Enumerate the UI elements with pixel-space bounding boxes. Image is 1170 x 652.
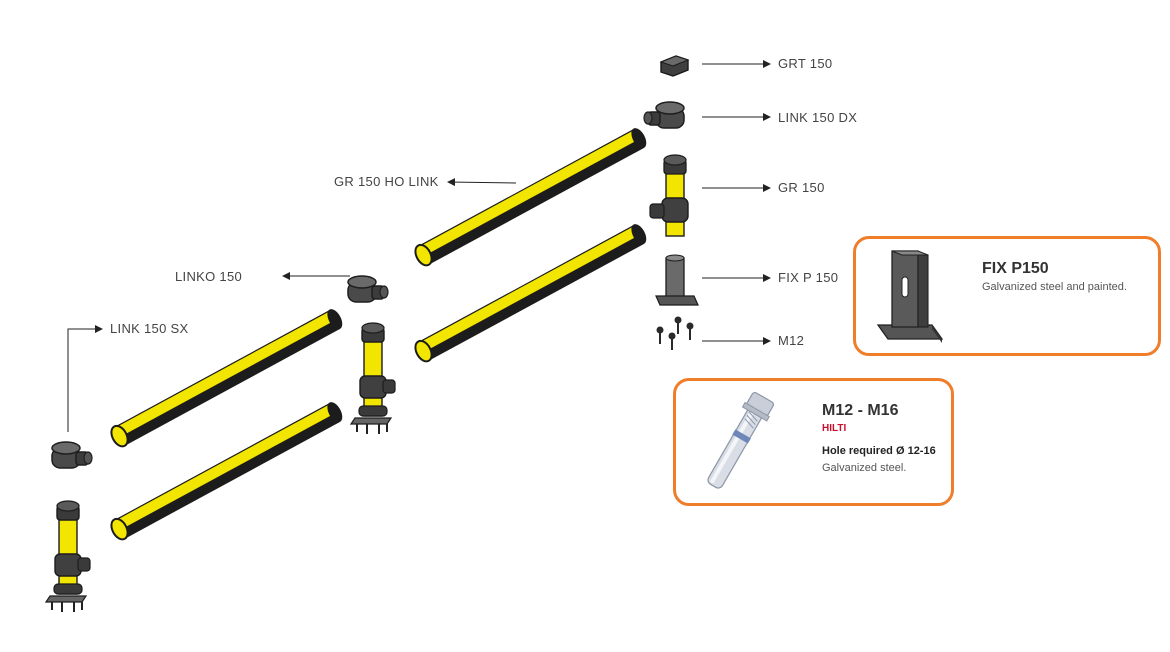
fixp150-info-card: FIX P150 Galvanized steel and painted. (853, 236, 1161, 356)
grt150-cap-part (659, 55, 690, 77)
middle-post-part (350, 322, 396, 435)
fixp150-card-title: FIX P150 (982, 260, 1049, 277)
link150dx-part (643, 101, 685, 129)
gr150-part (649, 154, 689, 237)
anchor-card-description: Galvanized steel. (822, 462, 907, 474)
anchor-info-card: M12 - M16 HILTI Hole required Ø 12-16 Ga… (673, 378, 954, 506)
label-fixp150: FIX P 150 (778, 270, 839, 285)
link150sx-part (51, 441, 93, 469)
left-post-part (45, 500, 91, 613)
fixp150-product-image (876, 250, 944, 343)
label-link150dx: LINK 150 DX (778, 110, 858, 125)
label-gr150holink: GR 150 HO LINK (334, 174, 439, 189)
anchor-card-requirement: Hole required Ø 12-16 (822, 445, 936, 457)
m12-bolts-part (656, 316, 694, 350)
fixp150-part (655, 254, 699, 306)
label-linko150: LINKO 150 (175, 269, 243, 284)
label-grt150: GRT 150 (778, 56, 833, 71)
anchor-bolt-image (707, 391, 775, 489)
label-link150sx: LINK 150 SX (110, 321, 189, 336)
label-m12: M12 (778, 333, 805, 348)
fixp150-card-description: Galvanized steel and painted. (982, 281, 1127, 293)
anchor-card-brand: HILTI (822, 423, 847, 434)
linko150-part (347, 275, 389, 303)
anchor-card-title: M12 - M16 (822, 402, 899, 419)
leader-arrows (67, 60, 771, 432)
label-gr150: GR 150 (778, 180, 825, 195)
